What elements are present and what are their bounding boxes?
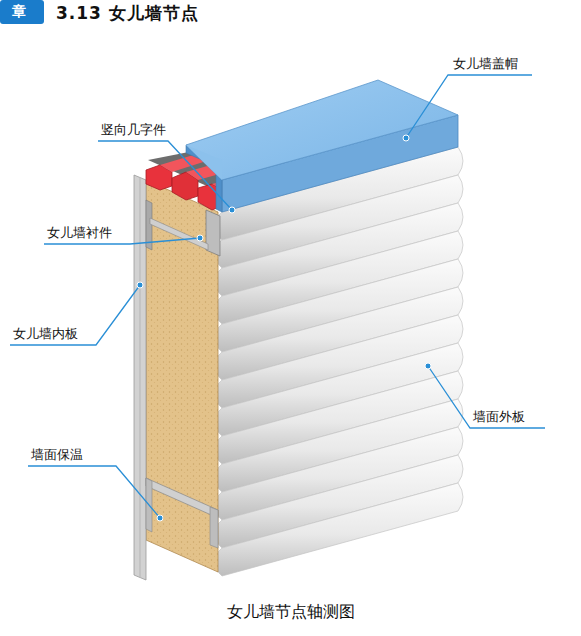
part-label: 女儿墙内板 <box>12 326 79 342</box>
chapter-tab <box>0 0 44 24</box>
part-label: 女儿墙盖帽 <box>452 56 519 72</box>
outer-wall-panel <box>214 147 463 576</box>
parapet-cap <box>186 80 458 212</box>
part-label: 墙面保温 <box>30 447 84 463</box>
inner-panel-edge <box>140 178 141 578</box>
part-label: 墙面外板 <box>472 409 526 425</box>
part-label: 女儿墙衬件 <box>46 225 113 241</box>
lower-bracket <box>146 478 218 548</box>
panel-corrugation <box>214 483 463 576</box>
chapter-mark: 章 <box>12 3 26 21</box>
leader-dots <box>137 135 431 521</box>
leader-lines <box>10 75 545 518</box>
page-title: 3.13 女儿墙节点 <box>56 2 199 25</box>
inner-panel <box>134 175 146 580</box>
part-label: 竖向几字件 <box>100 122 167 138</box>
figure-caption: 女儿墙节点轴测图 <box>227 602 355 623</box>
